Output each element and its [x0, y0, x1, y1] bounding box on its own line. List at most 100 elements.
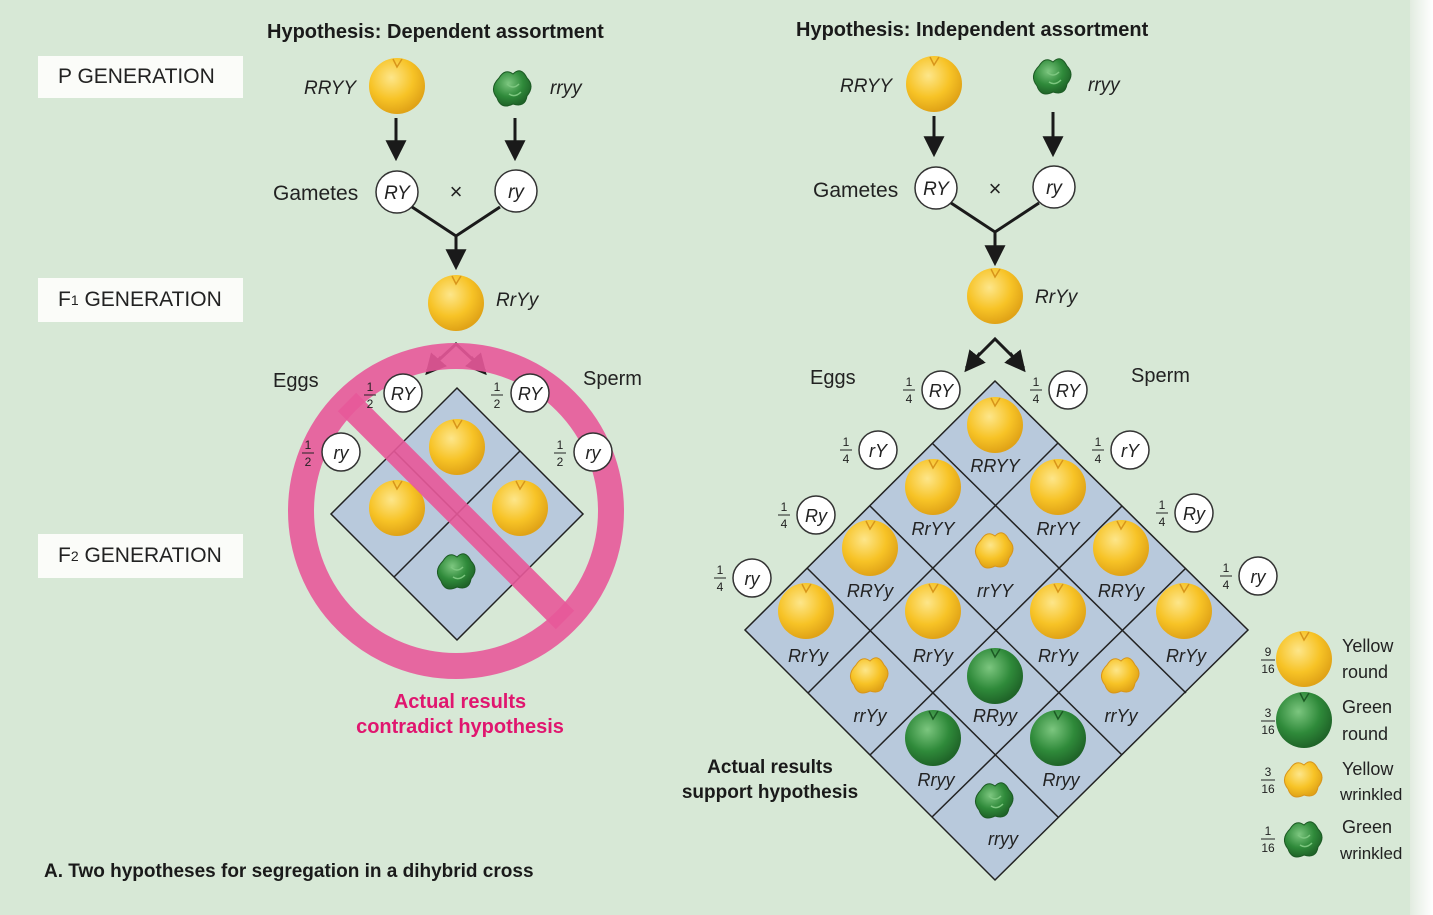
cell-pea-yellow-round [904, 458, 962, 516]
sperm-label: Sperm [1131, 365, 1190, 387]
gamete-ry-text: ry [1046, 178, 1063, 199]
f1-pea [427, 274, 485, 332]
fraction-den: 2 [305, 455, 312, 469]
svg-text:Green: Green [1342, 697, 1392, 717]
eggs-label: Eggs [273, 370, 319, 392]
gamete-RY-text: RY [923, 179, 950, 200]
result-contradict: Actual results contradict hypothesis [356, 691, 564, 738]
egg-ry-label: 1 4 ry [714, 558, 772, 598]
no-sign-slash [337, 392, 575, 630]
egg-RY-text: RY [391, 384, 417, 404]
sperm-rY-label: 1 4 rY [1092, 430, 1150, 470]
heading-dependent: Hypothesis: Dependent assortment [267, 21, 604, 43]
sperm-Ry-label: 1 4 Ry [1156, 493, 1214, 533]
svg-text:ry: ry [745, 569, 761, 589]
svg-text:round: round [1342, 662, 1388, 682]
svg-text:rY: rY [1121, 441, 1141, 461]
cell-pea-yellow-round [777, 582, 835, 640]
svg-text:4: 4 [1223, 578, 1230, 592]
fraction-den: 2 [557, 455, 564, 469]
svg-text:4: 4 [1095, 452, 1102, 466]
cell-genotype: RrYy [913, 646, 954, 666]
cross-symbol: × [450, 179, 463, 204]
svg-text:Ry: Ry [805, 506, 828, 526]
cell-genotype: RrYY [911, 519, 956, 539]
svg-text:1: 1 [906, 375, 913, 389]
svg-text:3: 3 [1265, 765, 1272, 779]
arrow-to-eggs [964, 349, 986, 373]
cell-pea-yellow-round [1092, 519, 1150, 577]
svg-text:round: round [1342, 724, 1388, 744]
page-edge [1410, 0, 1433, 915]
f1-split-lines [964, 336, 1026, 370]
result-support: Actual results support hypothesis [681, 757, 859, 803]
cell-genotype: rrYY [977, 581, 1015, 601]
cell-genotype: rrYy [854, 706, 888, 726]
egg-rY-label: 1 4 rY [840, 430, 898, 470]
cell-pea-yellow-round [1155, 582, 1213, 640]
svg-text:4: 4 [717, 580, 724, 594]
gametes-label: Gametes [813, 179, 898, 202]
svg-text:1: 1 [781, 500, 788, 514]
parent-recessive-genotype: rryy [1088, 75, 1121, 96]
svg-text:16: 16 [1261, 841, 1275, 855]
eggs-label: Eggs [810, 367, 856, 389]
gamete-merge-lines [411, 205, 501, 238]
cross-symbol: × [989, 176, 1002, 201]
cell-genotype: RRYY [970, 456, 1021, 476]
figure-caption: A. Two hypotheses for segregation in a d… [44, 861, 534, 882]
svg-text:Green: Green [1342, 817, 1392, 837]
f1-genotype: RrYy [1035, 287, 1079, 308]
svg-text:1: 1 [843, 435, 850, 449]
svg-text:4: 4 [781, 517, 788, 531]
cell-genotype: RRYy [847, 581, 894, 601]
svg-text:4: 4 [1033, 392, 1040, 406]
svg-text:9: 9 [1265, 645, 1272, 659]
cell-pea-yellow-round [904, 582, 962, 640]
svg-text:16: 16 [1261, 782, 1275, 796]
svg-text:16: 16 [1261, 723, 1275, 737]
legend-green-round: 3 16 Green round [1261, 691, 1392, 749]
sperm-label: Sperm [583, 368, 642, 390]
egg-RY-label: 1 4 RY [903, 370, 961, 410]
cell-pea-yellow-round [1029, 458, 1087, 516]
f1-pea [966, 267, 1024, 325]
svg-text:1: 1 [1223, 561, 1230, 575]
svg-text:16: 16 [1261, 662, 1275, 676]
cell-genotype: RrYy [788, 646, 829, 666]
svg-text:4: 4 [1159, 515, 1166, 529]
parent-recessive-genotype: rryy [550, 78, 583, 99]
sperm-RY-label: 1 4 RY [1030, 370, 1088, 410]
yellow-round-pea-parent [368, 57, 426, 115]
fraction-den: 2 [494, 397, 501, 411]
gamete-circle-RY [914, 166, 958, 210]
cell-pea-yellow-round [1029, 582, 1087, 640]
legend-green-wrinkled: 1 16 Green wrinkled [1261, 817, 1402, 863]
cell-genotype: RrYy [1166, 646, 1207, 666]
green-wrinkled-pea-parent [1032, 58, 1072, 95]
svg-text:Yellow: Yellow [1342, 759, 1394, 779]
svg-text:1: 1 [1033, 375, 1040, 389]
gamete-circle-RY [375, 170, 419, 214]
cell-genotype: Rryy [918, 770, 956, 790]
svg-text:rY: rY [869, 441, 889, 461]
gamete-circle-RY [383, 373, 423, 413]
svg-text:Ry: Ry [1183, 504, 1206, 524]
cell-pea-yellow-round [966, 396, 1024, 454]
sperm-RY-text: RY [518, 384, 544, 404]
fraction-den: 2 [367, 397, 374, 411]
egg-Ry-label: 1 4 Ry [778, 495, 836, 535]
fraction-num: 1 [305, 438, 312, 452]
gamete-circle-ry [573, 432, 613, 472]
svg-text:1: 1 [1265, 824, 1272, 838]
arrow-to-sperm [1004, 349, 1026, 373]
punnett-cell-pea [428, 418, 486, 476]
cell-pea-green-round [966, 647, 1024, 705]
yellow-round-pea-parent [905, 55, 963, 113]
no-sign-circle [288, 343, 624, 679]
fraction-num: 1 [494, 380, 501, 394]
